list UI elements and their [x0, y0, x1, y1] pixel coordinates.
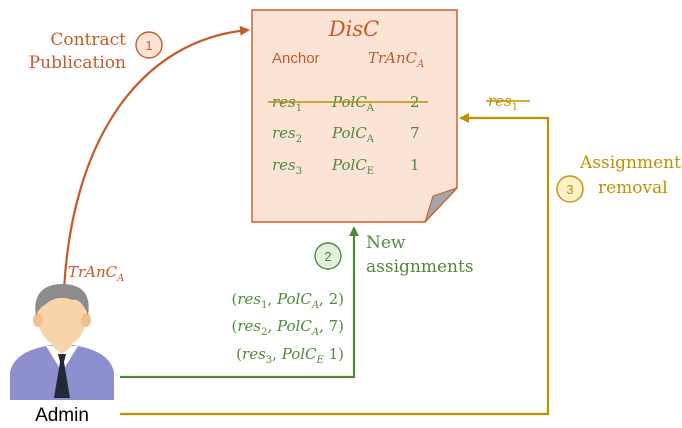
document-title: DisC	[328, 17, 379, 41]
assignment-tuple-3: (res3, PolCE 1)	[236, 345, 344, 366]
assignment-tuple-2: (res2, PolCA, 7)	[231, 317, 344, 338]
disc-document: DisC Anchor TrAnCA res1 PolCA 2 res2 Pol…	[251, 9, 458, 223]
assignment-tuples: (res1, PolCA, 2) (res2, PolCA, 7) (res3,…	[231, 290, 344, 366]
removed-resource-label: res1	[488, 92, 518, 113]
doc-row-3: res3 PolCE 1	[272, 156, 420, 177]
row-2-policy: PolCA	[331, 124, 375, 145]
admin-label: Admin	[35, 405, 89, 426]
step-1-badge: 1	[135, 31, 163, 59]
row-2-value: 7	[410, 124, 420, 142]
document-fold-icon	[424, 187, 458, 223]
step-2-label-line1: New	[366, 233, 406, 253]
doc-row-1: res1 PolCA 2	[268, 93, 428, 114]
row-3-res: res3	[272, 156, 302, 177]
step-1-label-line2: Publication	[29, 53, 126, 73]
row-3-policy: PolCE	[331, 156, 374, 177]
svg-text:1: 1	[145, 38, 152, 53]
step-3-label-line1: Assignment	[579, 153, 681, 173]
step-1-parameter: TrAnCA	[68, 263, 124, 284]
svg-text:2: 2	[324, 249, 331, 264]
step-2-label-line2: assignments	[366, 257, 474, 277]
row-2-res: res2	[272, 124, 302, 145]
document-shape	[251, 9, 458, 223]
assignment-arrow	[120, 226, 359, 379]
row-3-value: 1	[410, 156, 420, 174]
publication-arrow	[62, 25, 250, 291]
step-2-badge: 2	[314, 242, 342, 270]
step-1-label-line1: Contract	[50, 30, 126, 50]
anchor-value: TrAnCA	[368, 49, 424, 70]
assignment-tuple-1: (res1, PolCA, 2)	[231, 290, 344, 311]
step-3-label-line2: removal	[598, 178, 668, 198]
step-3-badge: 3	[556, 175, 584, 203]
removal-arrow	[120, 113, 550, 416]
svg-text:3: 3	[566, 182, 573, 197]
admin-avatar-icon	[10, 284, 114, 400]
doc-row-2: res2 PolCA 7	[272, 124, 420, 145]
anchor-label: Anchor	[272, 50, 320, 67]
